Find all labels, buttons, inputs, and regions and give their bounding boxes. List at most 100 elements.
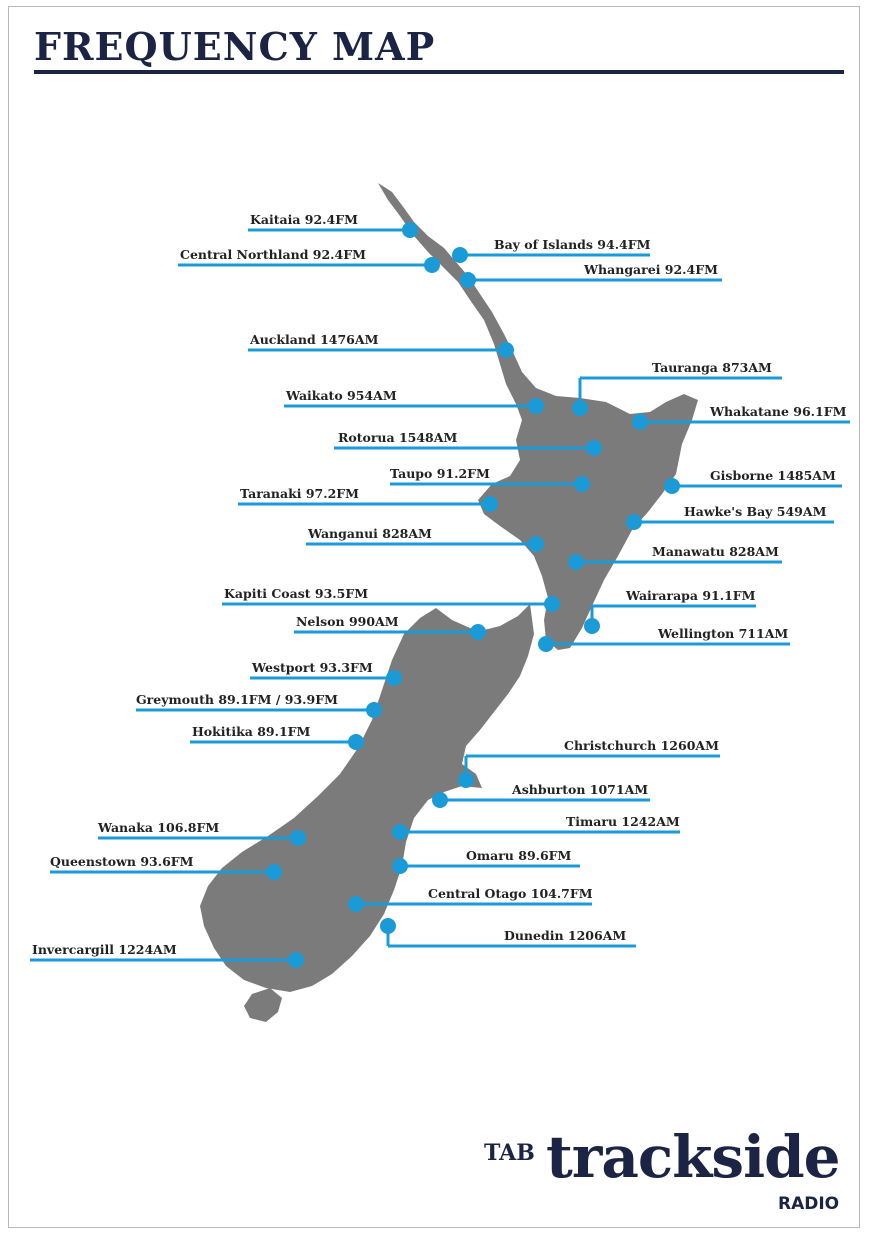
station-marker bbox=[348, 734, 364, 750]
station-marker bbox=[572, 400, 588, 416]
logo-radio: RADIO bbox=[778, 1194, 840, 1214]
station-label: Auckland 1476AM bbox=[249, 332, 379, 347]
station-wellington: Wellington 711AM bbox=[538, 626, 790, 652]
station-gisborne: Gisborne 1485AM bbox=[664, 468, 842, 494]
station-dunedin: Dunedin 1206AM bbox=[380, 918, 636, 948]
station-marker bbox=[392, 824, 408, 840]
station-marker bbox=[380, 918, 396, 934]
station-kapiti-coast: Kapiti Coast 93.5FM bbox=[222, 586, 560, 612]
station-label: Taupo 91.2FM bbox=[390, 466, 490, 481]
logo-trackside: trackside bbox=[546, 1123, 841, 1191]
station-marker bbox=[574, 476, 590, 492]
station-queenstown: Queenstown 93.6FM bbox=[50, 854, 282, 880]
station-marker bbox=[482, 496, 498, 512]
station-label: Whangarei 92.4FM bbox=[583, 262, 718, 277]
station-label: Manawatu 828AM bbox=[652, 544, 779, 559]
station-marker bbox=[586, 440, 602, 456]
station-label: Westport 93.3FM bbox=[251, 660, 373, 675]
station-rotorua: Rotorua 1548AM bbox=[334, 430, 602, 456]
station-marker bbox=[366, 702, 382, 718]
station-central-northland: Central Northland 92.4FM bbox=[178, 247, 440, 273]
station-marker bbox=[386, 670, 402, 686]
station-label: Invercargill 1224AM bbox=[32, 942, 177, 957]
station-marker bbox=[528, 536, 544, 552]
station-hokitika: Hokitika 89.1FM bbox=[190, 724, 364, 750]
station-label: Queenstown 93.6FM bbox=[50, 854, 194, 869]
station-marker bbox=[266, 864, 282, 880]
station-marker bbox=[470, 624, 486, 640]
station-marker bbox=[584, 618, 600, 634]
station-label: Christchurch 1260AM bbox=[564, 738, 719, 753]
station-label: Hokitika 89.1FM bbox=[192, 724, 311, 739]
station-marker bbox=[290, 830, 306, 846]
stewart-island bbox=[244, 988, 282, 1022]
station-label: Wanaka 106.8FM bbox=[97, 820, 219, 835]
station-marker bbox=[544, 596, 560, 612]
station-label: Waikato 954AM bbox=[285, 388, 397, 403]
station-label: Wairarapa 91.1FM bbox=[625, 588, 756, 603]
station-oamaru: Omaru 89.6FM bbox=[392, 848, 580, 874]
title-rule bbox=[34, 70, 844, 74]
station-layer: Kaitaia 92.4FM Bay of Islands 94.4FM Centr… bbox=[30, 212, 850, 968]
station-label: Omaru 89.6FM bbox=[466, 848, 572, 863]
station-greymouth: Greymouth 89.1FM / 93.9FM bbox=[136, 692, 382, 718]
station-westport: Westport 93.3FM bbox=[250, 660, 402, 686]
station-label: Nelson 990AM bbox=[296, 614, 399, 629]
station-auckland: Auckland 1476AM bbox=[248, 332, 514, 358]
station-label: Tauranga 873AM bbox=[652, 360, 772, 375]
station-waikato: Waikato 954AM bbox=[284, 388, 544, 414]
station-taupo: Taupo 91.2FM bbox=[390, 466, 590, 492]
station-marker bbox=[632, 414, 648, 430]
station-marker bbox=[348, 896, 364, 912]
page-title: FREQUENCY MAP bbox=[34, 24, 436, 69]
station-marker bbox=[402, 222, 418, 238]
station-hawkes-bay: Hawke's Bay 549AM bbox=[626, 504, 834, 530]
station-label: Wellington 711AM bbox=[657, 626, 788, 641]
station-invercargill: Invercargill 1224AM bbox=[30, 942, 304, 968]
station-label: Greymouth 89.1FM / 93.9FM bbox=[136, 692, 338, 707]
station-ashburton: Ashburton 1071AM bbox=[432, 782, 650, 808]
station-label: Ashburton 1071AM bbox=[511, 782, 648, 797]
station-nelson: Nelson 990AM bbox=[294, 614, 486, 640]
station-marker bbox=[452, 247, 468, 263]
station-central-otago: Central Otago 104.7FM bbox=[348, 886, 593, 912]
station-marker bbox=[458, 772, 474, 788]
station-label: Kapiti Coast 93.5FM bbox=[224, 586, 368, 601]
north-island bbox=[378, 183, 698, 650]
station-marker bbox=[288, 952, 304, 968]
station-marker bbox=[432, 792, 448, 808]
station-christchurch: Christchurch 1260AM bbox=[458, 738, 720, 788]
logo-tab: TAB bbox=[484, 1140, 535, 1166]
station-manawatu: Manawatu 828AM bbox=[568, 544, 782, 570]
station-timaru: Timaru 1242AM bbox=[392, 814, 680, 840]
station-tauranga: Tauranga 873AM bbox=[572, 360, 782, 416]
station-label: Central Northland 92.4FM bbox=[180, 247, 366, 262]
station-label: Central Otago 104.7FM bbox=[428, 886, 593, 901]
station-label: Dunedin 1206AM bbox=[504, 928, 626, 943]
station-label: Taranaki 97.2FM bbox=[240, 486, 359, 501]
station-marker bbox=[626, 514, 642, 530]
station-label: Hawke's Bay 549AM bbox=[684, 504, 827, 519]
station-label: Rotorua 1548AM bbox=[338, 430, 457, 445]
station-label: Wanganui 828AM bbox=[307, 526, 432, 541]
station-wanganui: Wanganui 828AM bbox=[306, 526, 544, 552]
station-whakatane: Whakatane 96.1FM bbox=[632, 404, 850, 430]
station-marker bbox=[538, 636, 554, 652]
station-bay-of-islands: Bay of Islands 94.4FM bbox=[452, 237, 651, 263]
station-marker bbox=[392, 858, 408, 874]
station-marker bbox=[498, 342, 514, 358]
station-marker bbox=[528, 398, 544, 414]
south-island bbox=[200, 604, 534, 992]
station-label: Gisborne 1485AM bbox=[710, 468, 836, 483]
station-marker bbox=[424, 257, 440, 273]
station-wairarapa: Wairarapa 91.1FM bbox=[584, 588, 756, 634]
station-marker bbox=[568, 554, 584, 570]
station-taranaki: Taranaki 97.2FM bbox=[238, 486, 498, 512]
station-marker bbox=[460, 272, 476, 288]
station-label: Whakatane 96.1FM bbox=[709, 404, 847, 419]
station-marker bbox=[664, 478, 680, 494]
station-kaitaia: Kaitaia 92.4FM bbox=[248, 212, 418, 238]
station-wanaka: Wanaka 106.8FM bbox=[97, 820, 306, 846]
station-label: Kaitaia 92.4FM bbox=[250, 212, 358, 227]
